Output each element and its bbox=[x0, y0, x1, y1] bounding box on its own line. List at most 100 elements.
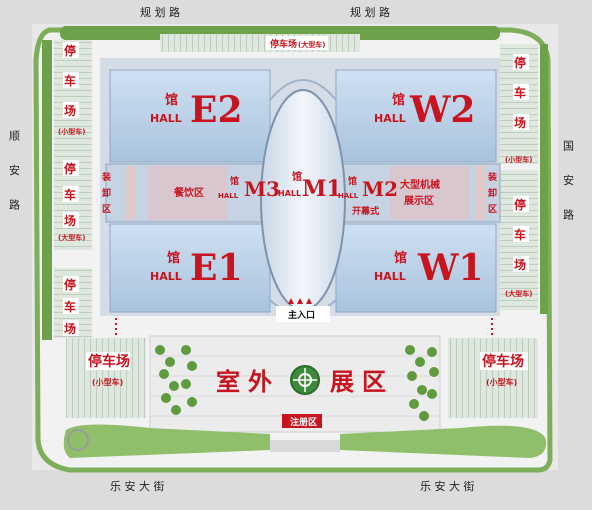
southwest-parking-sublabel: (小型车) bbox=[92, 377, 123, 387]
registration-zone bbox=[282, 414, 322, 428]
east-parking-small-label: (小型车) bbox=[505, 155, 532, 164]
south-road-label-right: 乐 安 大 街 bbox=[420, 479, 475, 493]
hall-w2 bbox=[335, 69, 497, 163]
southwest-garden bbox=[63, 424, 270, 458]
southwest-parking-label-box bbox=[86, 352, 130, 370]
hall-e1 bbox=[109, 223, 271, 313]
plaza-tree-rows bbox=[155, 345, 439, 421]
outdoor-exhibition-label: 室 外 展 区 bbox=[216, 368, 386, 396]
open-style-label: 开幕式 bbox=[352, 205, 379, 217]
east-parking-char-4: 停 bbox=[514, 197, 526, 212]
machinery-label-2: 展示区 bbox=[404, 195, 434, 207]
outdoor-char-4: 区 bbox=[362, 368, 386, 396]
east-unload-char-3: 区 bbox=[488, 204, 497, 215]
southwest-parking-lot bbox=[66, 338, 146, 418]
dome-arch-top bbox=[269, 79, 337, 101]
east-tree-strip bbox=[540, 44, 548, 314]
hall-e2 bbox=[109, 69, 271, 163]
hall-w1-guan: 馆 bbox=[394, 250, 407, 266]
hall-e1-number: E1 bbox=[190, 247, 243, 289]
west-parking-char-6: 场 bbox=[64, 214, 76, 228]
southeast-parking-label: 停车场 bbox=[482, 353, 524, 370]
east-parking-large-label: (大型车) bbox=[505, 289, 532, 298]
west-unload-char-1: 装 bbox=[101, 171, 112, 183]
west-parking-char-2: 车 bbox=[64, 73, 76, 88]
hall-w2-number: W2 bbox=[409, 89, 475, 131]
west-unload-char-2: 卸 bbox=[102, 187, 111, 199]
hall-w1-hall: HALL bbox=[374, 270, 406, 283]
west-parking-large-label: (大型车) bbox=[58, 233, 85, 242]
hall-w2-hall: HALL bbox=[374, 112, 406, 125]
machinery-zone bbox=[390, 166, 470, 220]
hall-e2-hall: HALL bbox=[150, 112, 182, 125]
hall-m2-hall: HALL bbox=[338, 192, 359, 200]
southeast-parking-sublabel: (小型车) bbox=[486, 377, 517, 387]
west-unloading-zone bbox=[126, 166, 136, 220]
north-road-label-left: 规 划 路 bbox=[140, 5, 180, 19]
north-road-label-right: 规 划 路 bbox=[350, 5, 390, 19]
entrance-markers bbox=[288, 298, 312, 304]
outdoor-char-3: 展 bbox=[330, 368, 354, 396]
hall-m2-guan: 馆 bbox=[348, 175, 357, 187]
east-parking-char-3: 场 bbox=[514, 116, 526, 130]
west-parking-char-8: 车 bbox=[64, 299, 76, 314]
hall-e2-guan: 馆 bbox=[165, 92, 178, 108]
hall-w1-label: W1 馆 HALL bbox=[374, 247, 483, 289]
east-unload-char-1: 装 bbox=[487, 171, 498, 183]
southeast-garden bbox=[340, 425, 547, 458]
hall-m3-label: M3 馆 HALL bbox=[218, 175, 280, 201]
west-parking-char-4: 停 bbox=[64, 161, 76, 176]
hall-m1-label: M1 馆 HALL bbox=[278, 170, 342, 202]
west-road bbox=[0, 0, 32, 510]
north-parking-sublabel: (大型车) bbox=[298, 40, 325, 49]
west-parking-char-5: 车 bbox=[64, 187, 76, 202]
east-road bbox=[558, 0, 592, 510]
hall-e1-hall: HALL bbox=[150, 270, 182, 283]
plaza-emblem bbox=[290, 365, 320, 395]
north-parking-lot bbox=[160, 34, 360, 52]
east-parking-char-5: 车 bbox=[514, 227, 526, 242]
east-road-label: 国 安 路 bbox=[562, 140, 575, 230]
south-gate bbox=[270, 440, 340, 452]
east-unloading-zone bbox=[476, 166, 486, 220]
east-unload-char-2: 卸 bbox=[488, 187, 497, 199]
hall-m2-label: M2 馆 HALL bbox=[338, 175, 398, 201]
north-parking-label-box bbox=[266, 36, 328, 50]
hall-e1-label: E1 馆 HALL bbox=[150, 247, 243, 289]
hall-w2-label: W2 馆 HALL bbox=[374, 89, 475, 131]
dining-zone bbox=[148, 166, 228, 220]
west-parking-upper bbox=[54, 40, 92, 160]
south-road bbox=[0, 470, 592, 510]
dining-label: 餐饮区 bbox=[173, 186, 204, 199]
main-entrance-box bbox=[276, 306, 330, 322]
west-road-label: 顺 安 路 bbox=[8, 130, 21, 220]
west-parking-char-7: 停 bbox=[64, 277, 76, 292]
southwest-roundabout bbox=[67, 429, 89, 451]
southeast-parking-label-box bbox=[480, 352, 528, 370]
hall-e2-label: E2 馆 HALL bbox=[150, 89, 243, 131]
west-parking-char-3: 场 bbox=[64, 104, 76, 118]
hall-e1-guan: 馆 bbox=[167, 250, 180, 266]
hall-m1-hall: HALL bbox=[278, 189, 301, 198]
hall-w2-guan: 馆 bbox=[392, 92, 405, 108]
west-parking-char-1: 停 bbox=[64, 43, 76, 58]
east-parking-char-2: 车 bbox=[514, 85, 526, 100]
west-parking-small-label: (小型车) bbox=[58, 127, 85, 136]
hall-w1-number: W1 bbox=[417, 247, 483, 289]
outdoor-char-1: 室 bbox=[216, 368, 240, 396]
west-parking-labels: 停 车 场 (小型车) 停 车 场 (大型车) 停 车 场 bbox=[58, 42, 85, 336]
hall-m1-number: M1 bbox=[302, 176, 342, 202]
registration-label: 注册区 bbox=[290, 416, 317, 428]
outdoor-char-2: 外 bbox=[248, 368, 272, 396]
west-tree-strip bbox=[42, 40, 52, 340]
southeast-parking-lot bbox=[448, 338, 538, 418]
hall-m3-hall: HALL bbox=[218, 192, 239, 200]
hall-m2-number: M2 bbox=[362, 177, 398, 201]
hall-e2-number: E2 bbox=[190, 89, 243, 131]
west-unload-char-3: 区 bbox=[102, 204, 111, 215]
hall-m3-guan: 馆 bbox=[230, 175, 239, 187]
east-parking-labels: 停 车 场 (小型车) 停 车 场 (大型车) bbox=[505, 54, 532, 298]
hall-m3-number: M3 bbox=[244, 177, 280, 201]
